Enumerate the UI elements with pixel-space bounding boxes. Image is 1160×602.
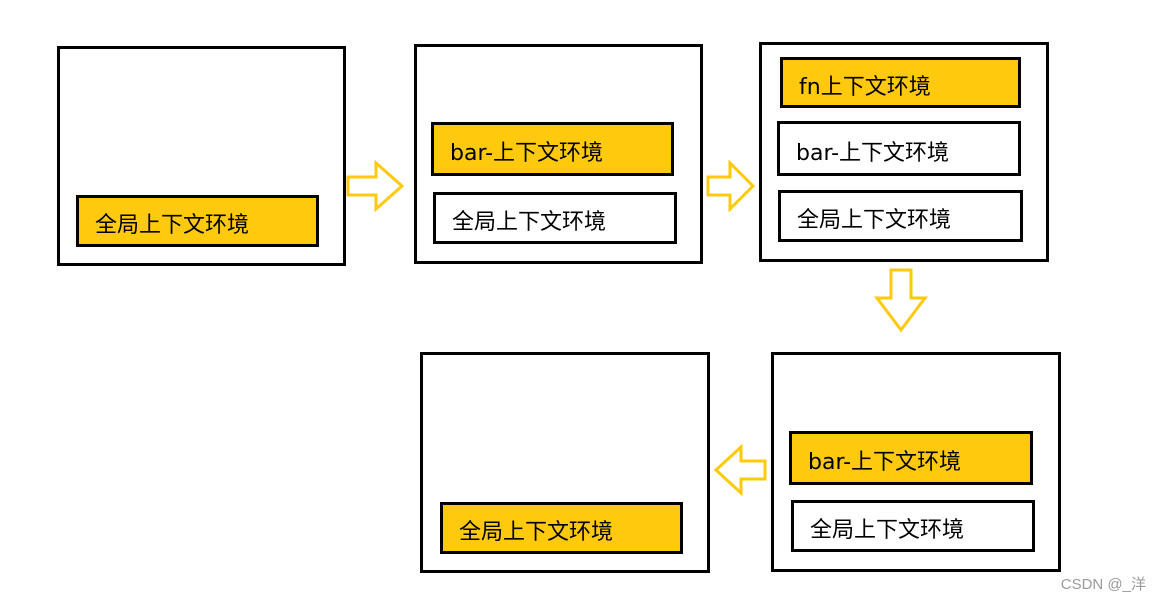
arrow-right-icon xyxy=(706,160,756,212)
frame-global-context: 全局上下文环境 xyxy=(791,500,1035,552)
context-stack-1: 全局上下文环境 xyxy=(57,46,346,266)
context-stack-4: bar-上下文环境 全局上下文环境 xyxy=(771,352,1061,572)
frame-bar-context: bar-上下文环境 xyxy=(789,431,1033,485)
frame-global-context: 全局上下文环境 xyxy=(440,502,683,554)
context-stack-5: 全局上下文环境 xyxy=(420,352,710,573)
frame-global-context: 全局上下文环境 xyxy=(778,190,1023,242)
arrow-left-icon xyxy=(713,444,767,496)
frame-global-context: 全局上下文环境 xyxy=(433,192,677,244)
frame-fn-context: fn上下文环境 xyxy=(780,57,1021,108)
arrow-down-icon xyxy=(874,268,928,333)
watermark: CSDN @_洋 xyxy=(1060,576,1146,593)
context-stack-2: bar-上下文环境 全局上下文环境 xyxy=(414,44,703,264)
frame-bar-context: bar-上下文环境 xyxy=(431,122,674,176)
frame-bar-context: bar-上下文环境 xyxy=(777,121,1021,176)
frame-global-context: 全局上下文环境 xyxy=(76,195,319,247)
arrow-right-icon xyxy=(346,160,405,212)
context-stack-3: fn上下文环境 bar-上下文环境 全局上下文环境 xyxy=(759,42,1049,262)
